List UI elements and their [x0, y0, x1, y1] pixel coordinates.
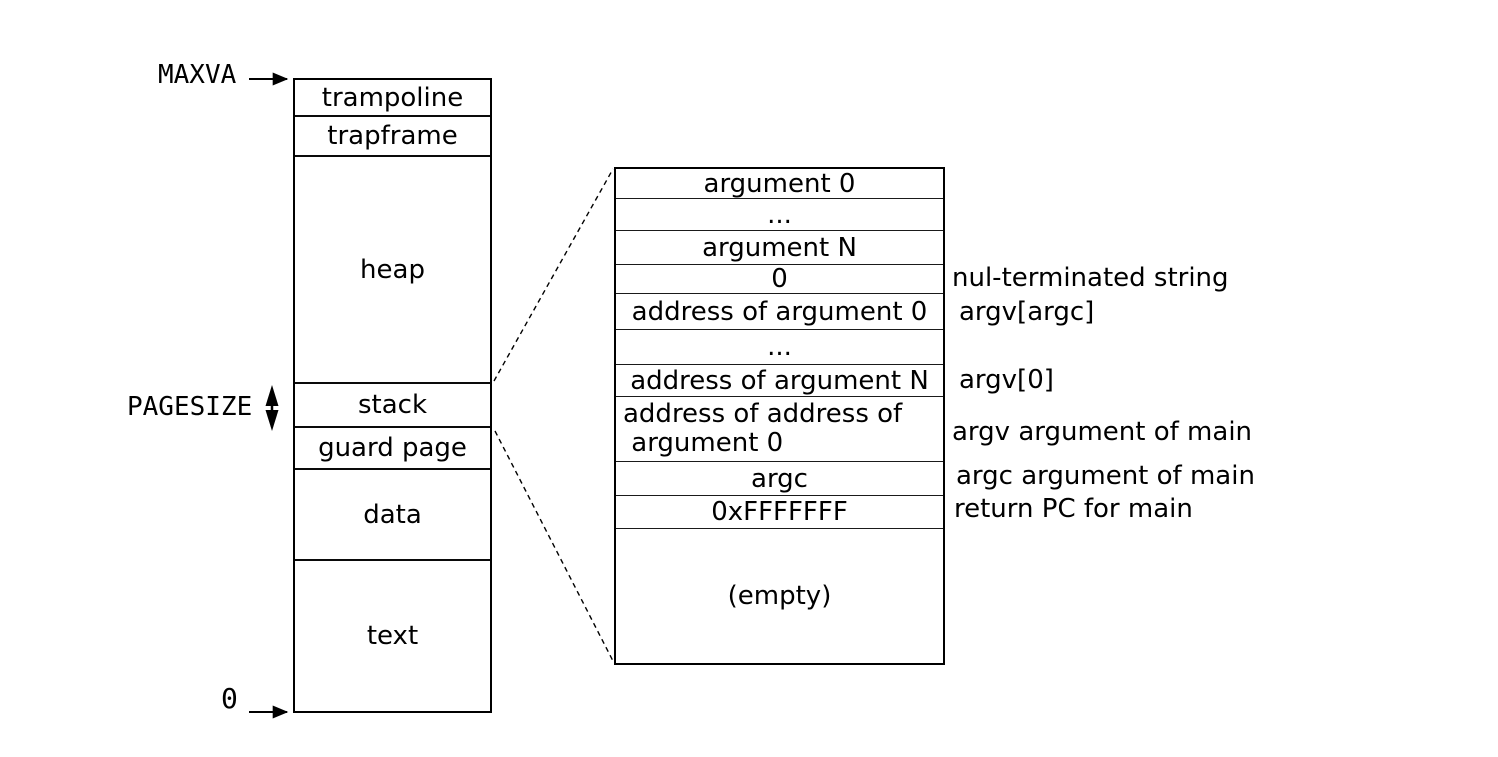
segment-label: trampoline — [321, 82, 464, 113]
segment-trampoline: trampoline — [295, 80, 490, 117]
stack-row-value: ... — [767, 199, 792, 230]
segment-stack: stack — [295, 384, 490, 428]
stack-row-address-argument-0: address of argument 0 — [616, 294, 943, 330]
annotation-return-pc-for-main: return PC for main — [954, 494, 1193, 524]
stack-row-return-pc: 0xFFFFFFF — [616, 496, 943, 529]
segment-text: text — [295, 561, 490, 711]
annotation-argv-0: argv[0] — [959, 365, 1054, 395]
stack-detail-box: argument 0 ... argument N 0 address of a… — [614, 167, 945, 665]
address-space-box: trampoline trapframe heap stack guard pa… — [293, 78, 492, 713]
stack-row-value: address of address of argument 0 — [623, 399, 903, 458]
segment-heap: heap — [295, 157, 490, 384]
annotation-argc-argument-of-main: argc argument of main — [956, 461, 1255, 491]
stack-row-value: argc — [751, 463, 808, 494]
stack-row-value: address of argument 0 — [631, 296, 928, 327]
stack-row-value: address of argument N — [630, 365, 929, 396]
annotation-argv-argument-of-main: argv argument of main — [952, 417, 1253, 447]
annotation-argv-argc: argv[argc] — [959, 297, 1095, 327]
stack-row-value: 0 — [771, 264, 788, 294]
zoom-connector-bottom — [494, 430, 614, 662]
stack-row-value: argument 0 — [703, 168, 856, 199]
label-pagesize: PAGESIZE — [127, 392, 253, 422]
zoom-connector-top — [493, 168, 614, 382]
stack-row-value: ... — [767, 332, 792, 362]
segment-data: data — [295, 470, 490, 561]
stack-row-ellipsis: ... — [616, 330, 943, 365]
stack-row-value: argument N — [702, 232, 857, 263]
stack-row-empty: (empty) — [616, 529, 943, 663]
segment-label: guard page — [318, 433, 467, 463]
stack-row-value: 0xFFFFFFF — [711, 497, 848, 527]
stack-row-address-argument-n: address of argument N — [616, 365, 943, 397]
stack-row-zero: 0 — [616, 265, 943, 294]
stack-row-ellipsis: ... — [616, 199, 943, 231]
stack-row-argument-n: argument N — [616, 231, 943, 265]
stack-row-argc: argc — [616, 462, 943, 496]
segment-label: stack — [357, 390, 428, 420]
annotation-nul-terminated-string: nul-terminated string — [952, 263, 1229, 293]
segment-trapframe: trapframe — [295, 117, 490, 157]
label-maxva: MAXVA — [158, 60, 237, 90]
segment-label: trapframe — [327, 121, 458, 151]
label-zero-address: 0 — [221, 682, 238, 715]
stack-row-argument-0: argument 0 — [616, 169, 943, 199]
segment-label: text — [366, 621, 419, 651]
stack-row-address-of-address: address of address of argument 0 — [616, 397, 943, 462]
segment-label: heap — [360, 254, 425, 285]
stack-row-value: (empty) — [727, 581, 832, 611]
segment-label: data — [363, 499, 422, 530]
segment-guard-page: guard page — [295, 428, 490, 470]
pagesize-double-arrow — [265, 385, 279, 431]
